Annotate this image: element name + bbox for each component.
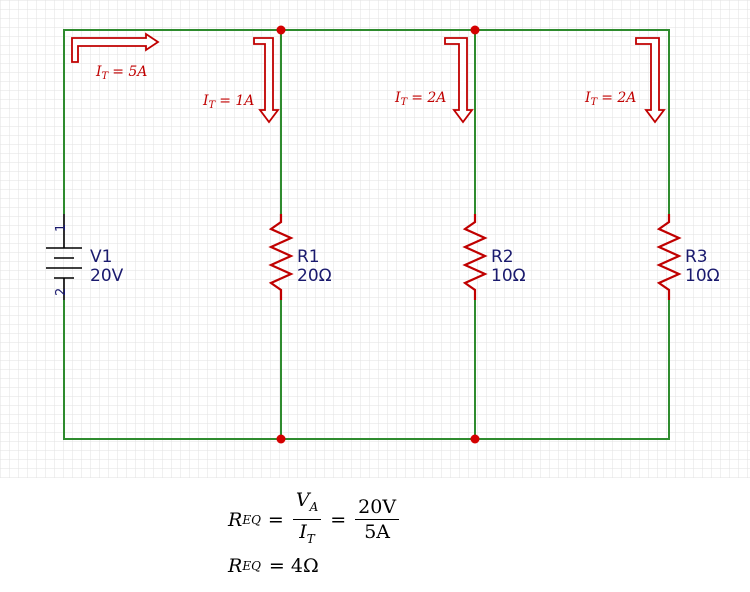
req-result-value: = 4Ω [268,555,319,577]
junction-nodes [276,25,480,444]
total-current-arrow [71,32,160,63]
node-top-2 [470,25,480,35]
wires [63,29,670,440]
r1-value: 20Ω [297,266,332,286]
resistor-r2 [462,214,488,300]
equals-sign-1: = [267,508,284,531]
req-result-symbol: R [228,555,243,577]
resistor-r1 [268,214,294,300]
req-symbol: R [228,508,243,531]
battery-pin-2: 2 [54,288,69,296]
branch1-current-label: IT= 1A [202,93,254,111]
resistor-r3 [656,214,682,300]
branch3-current-arrow [635,37,666,124]
r2-value: 10Ω [491,266,526,286]
r2-name: R2 [491,247,514,267]
equals-sign-2: = [330,508,347,531]
fraction-20v-5a: 20V 5A [355,496,400,543]
branch3-current-label: IT= 2A [584,90,636,108]
branch1-current-arrow [253,37,280,124]
grid-background [0,0,750,478]
node-bottom-2 [470,434,480,444]
node-top-1 [276,25,286,35]
r3-value: 10Ω [685,266,720,286]
circuit-schematic: 1 2 V1 20V R1 20Ω R2 10Ω R3 10Ω IT= 5A I… [0,0,750,478]
bottom-wire [63,300,670,440]
r1-name: R1 [297,247,320,267]
battery-v1 [46,214,82,300]
branch2-current-label: IT= 2A [394,90,446,108]
node-bottom-1 [276,434,286,444]
battery-name: V1 [90,247,112,267]
req-subscript: EQ [242,512,261,527]
total-current-label: IT= 5A [95,64,147,82]
req-result-subscript: EQ [242,559,261,573]
r3-name: R3 [685,247,708,267]
top-wire [63,29,670,214]
fraction-va-it: VA IT [292,489,322,550]
battery-pin-1: 1 [54,224,69,232]
battery-value: 20V [90,266,124,286]
branch2-current-arrow [444,37,474,124]
